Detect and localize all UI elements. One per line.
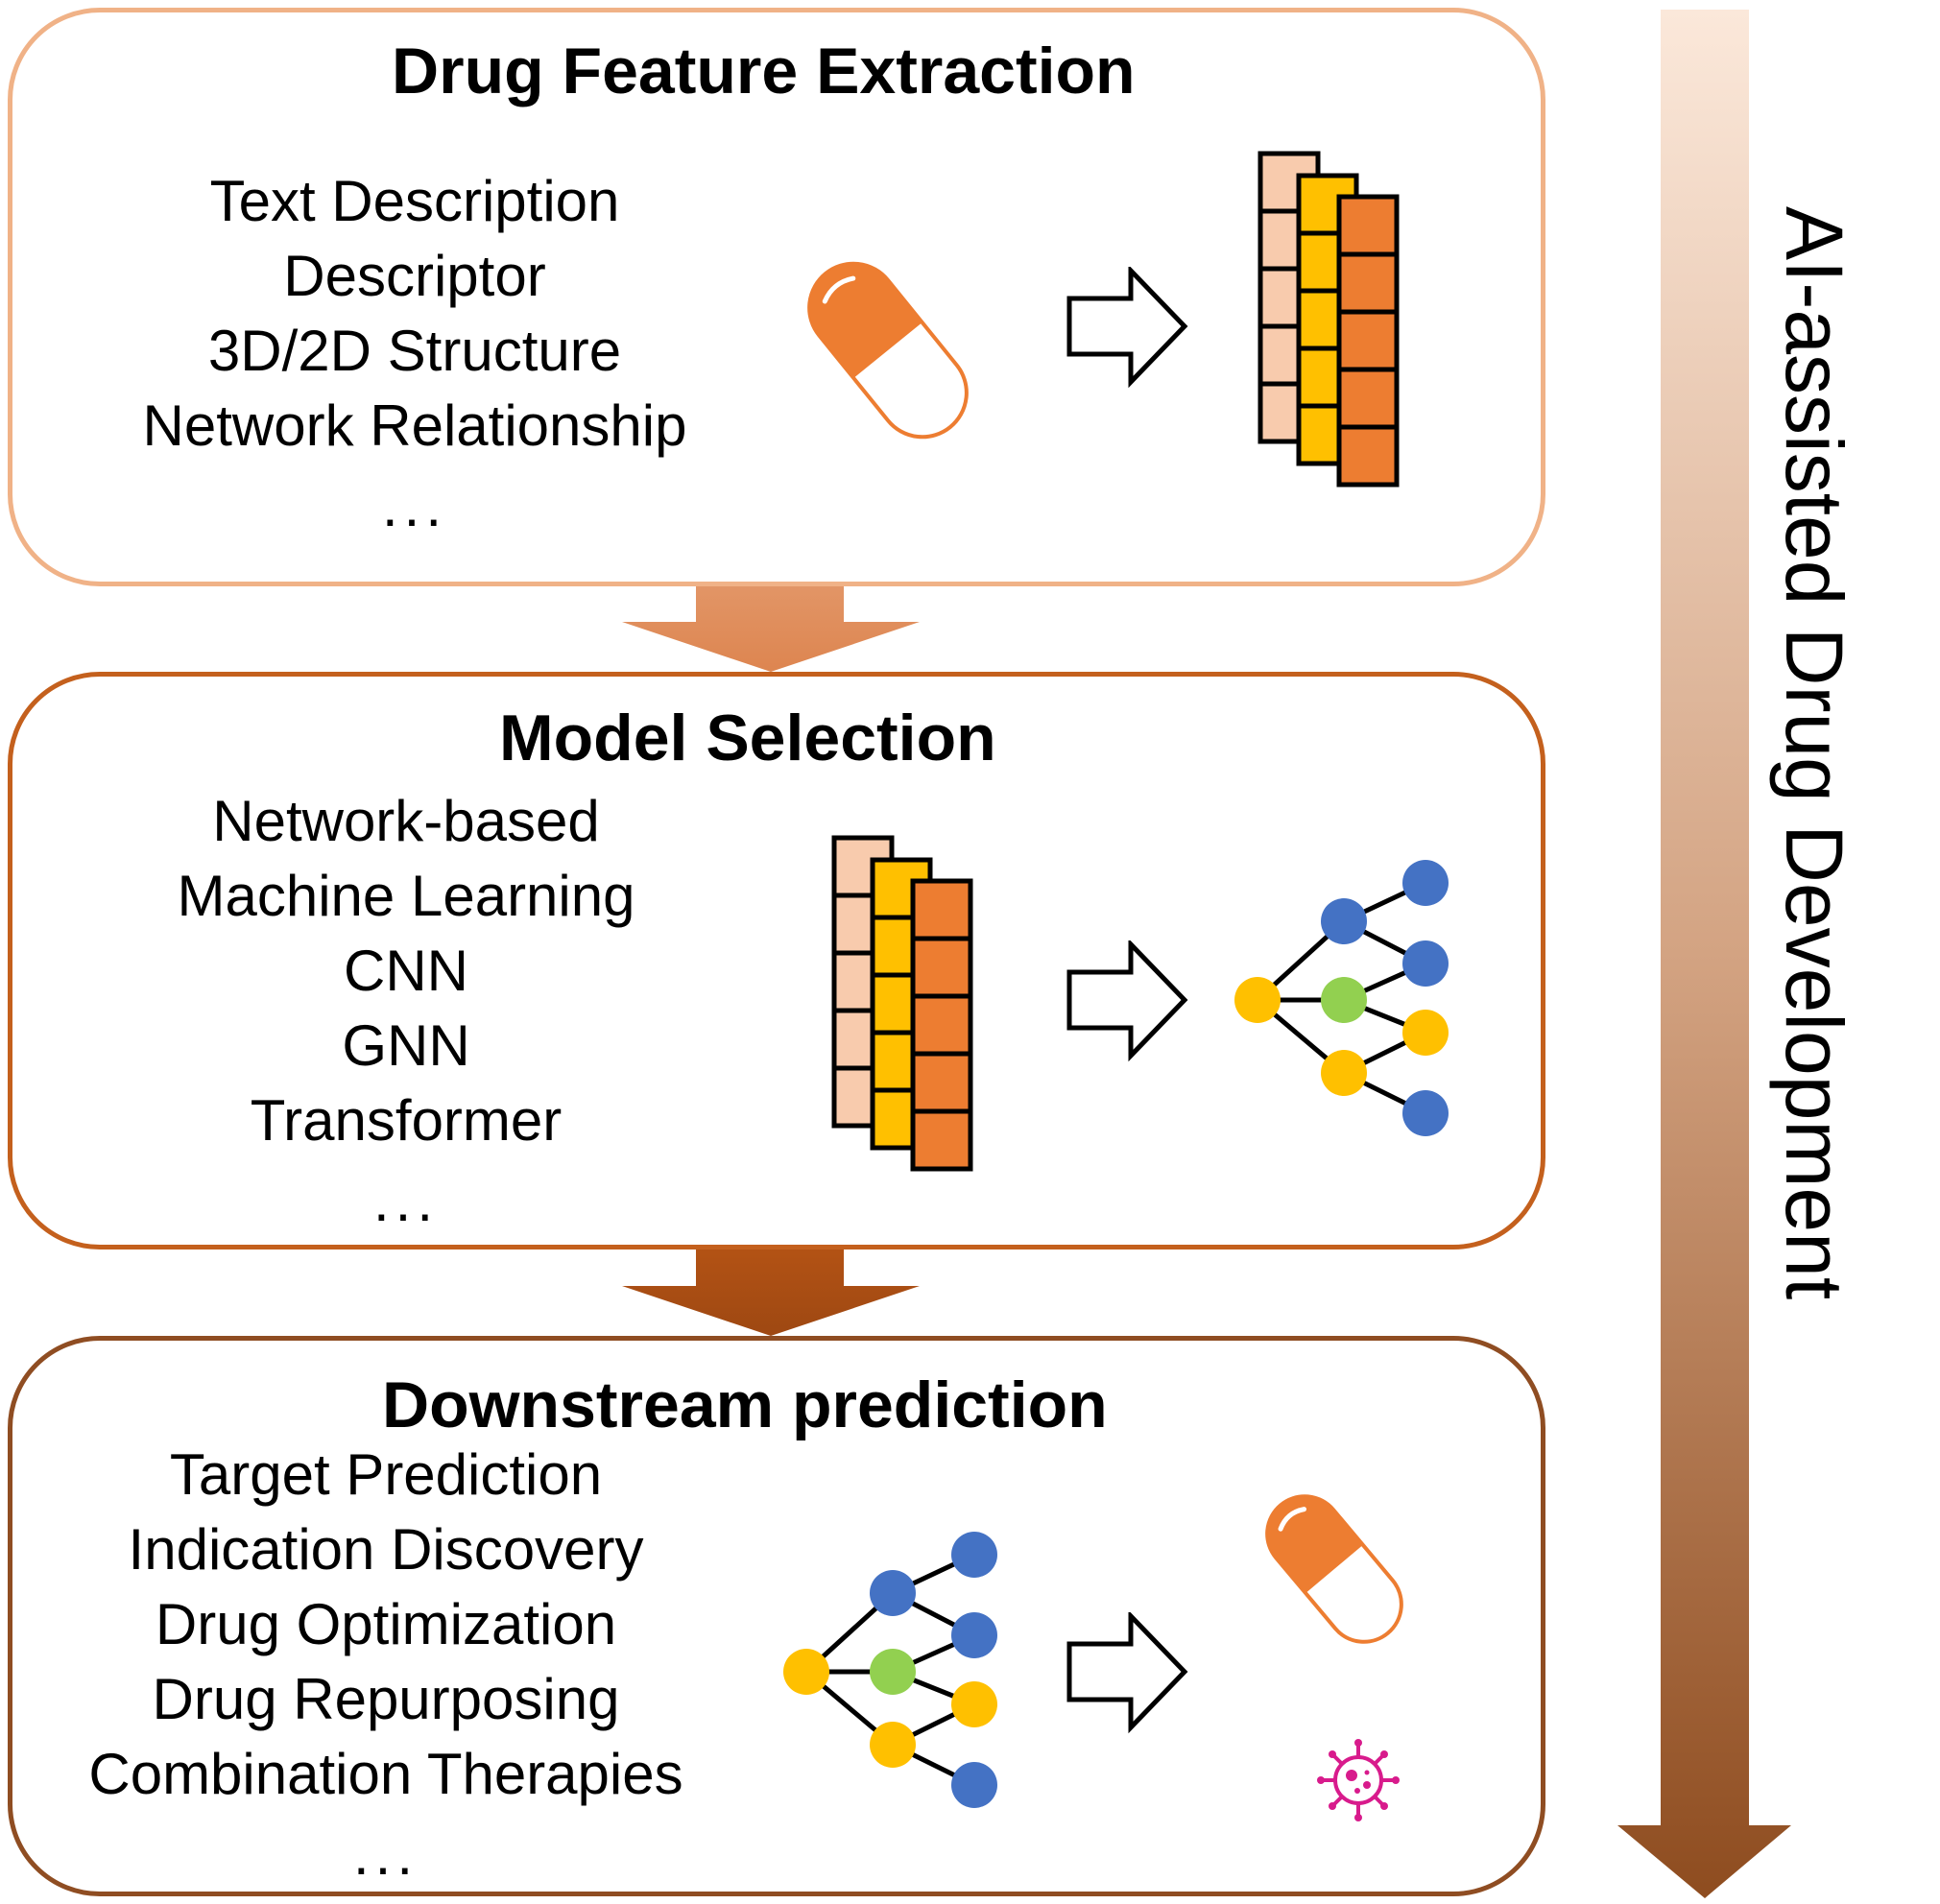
panel-title-feature-extraction: Drug Feature Extraction — [392, 35, 1136, 107]
pill-capsule-icon — [807, 261, 969, 440]
panel-downstream-prediction — [8, 1336, 1545, 1896]
panel3-item: Drug Repurposing — [152, 1667, 620, 1731]
neural-network-icon — [1234, 860, 1449, 1136]
panel3-item: Drug Optimization — [155, 1592, 617, 1656]
feature-matrix-icon — [1257, 151, 1400, 488]
panel2-item: Transformer — [250, 1088, 563, 1153]
right-arrow-icon — [1066, 940, 1188, 1062]
side-label: AI-assisted Drug Development — [1769, 206, 1859, 1300]
panel2-item: ... — [372, 1169, 440, 1233]
panel1-item: Text Description — [209, 169, 620, 233]
right-arrow-icon — [1066, 1612, 1188, 1734]
panel1-item: 3D/2D Structure — [207, 319, 622, 383]
flow-arrow-1 — [622, 571, 920, 672]
neural-network-icon — [783, 1532, 997, 1808]
panel2-item: GNN — [342, 1013, 470, 1078]
flow-arrow-2 — [622, 1236, 920, 1336]
panel2-item: Machine Learning — [177, 864, 635, 928]
panel3-item: Indication Discovery — [128, 1517, 644, 1582]
panel2-item: Network-based — [212, 789, 600, 853]
panel2-item: CNN — [344, 939, 468, 1003]
right-arrow-icon — [1066, 267, 1188, 389]
feature-matrix-icon — [831, 835, 973, 1172]
panel1-item: ... — [381, 474, 448, 538]
side-progress-arrow — [1617, 10, 1791, 1898]
panel-title-downstream-prediction: Downstream prediction — [382, 1368, 1108, 1441]
panel3-item: Target Prediction — [169, 1442, 603, 1507]
virus-icon — [1317, 1739, 1400, 1821]
panel-title-model-selection: Model Selection — [499, 702, 996, 774]
panel1-item: Descriptor — [283, 244, 546, 308]
pill-capsule-icon — [1265, 1494, 1403, 1644]
panel-model-selection — [8, 672, 1545, 1250]
panel3-item: Combination Therapies — [88, 1742, 683, 1806]
panel1-item: Network Relationship — [142, 393, 687, 458]
panel3-item: ... — [352, 1822, 419, 1887]
